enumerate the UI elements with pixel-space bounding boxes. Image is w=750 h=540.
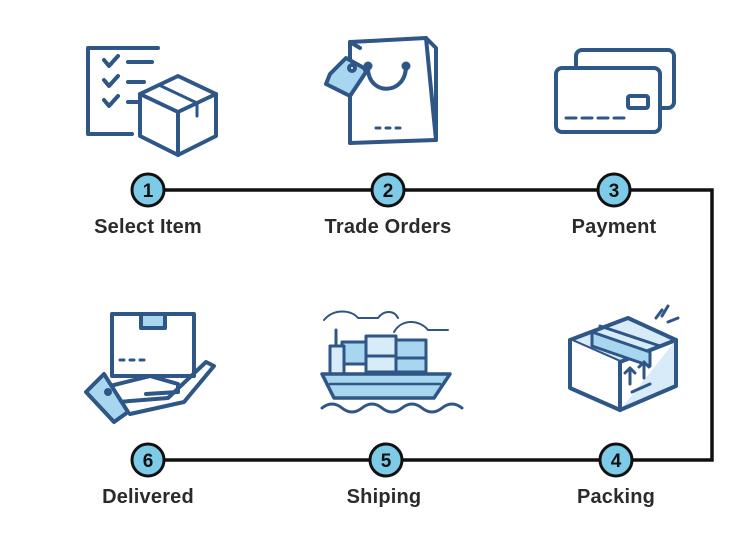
step-label-packing: Packing — [576, 486, 656, 508]
step-label-select-item: Select Item — [94, 216, 202, 238]
step-label-delivered: Delivered — [102, 486, 194, 508]
flow-connector-line — [148, 188, 714, 462]
credit-cards-icon — [554, 48, 676, 134]
step-node-6: 6 — [130, 442, 166, 478]
checklist-box-icon — [86, 46, 218, 157]
shopping-bag-tag-icon — [324, 36, 438, 145]
hand-holding-box-icon — [84, 312, 216, 424]
step-node-4: 4 — [598, 442, 634, 478]
cargo-ship-icon — [320, 310, 464, 414]
step-number: 3 — [609, 181, 620, 202]
step-number: 2 — [383, 181, 394, 202]
sealed-box-icon — [568, 304, 680, 412]
step-number: 6 — [143, 451, 154, 472]
step-node-5: 5 — [368, 442, 404, 478]
step-node-2: 2 — [370, 172, 406, 208]
step-number: 4 — [611, 451, 622, 472]
step-label-trade-orders: Trade Orders — [324, 216, 452, 238]
step-label-payment: Payment — [571, 216, 657, 238]
step-label-shiping: Shiping — [346, 486, 422, 508]
step-number: 1 — [143, 181, 154, 202]
step-node-3: 3 — [596, 172, 632, 208]
step-node-1: 1 — [130, 172, 166, 208]
step-number: 5 — [381, 451, 392, 472]
